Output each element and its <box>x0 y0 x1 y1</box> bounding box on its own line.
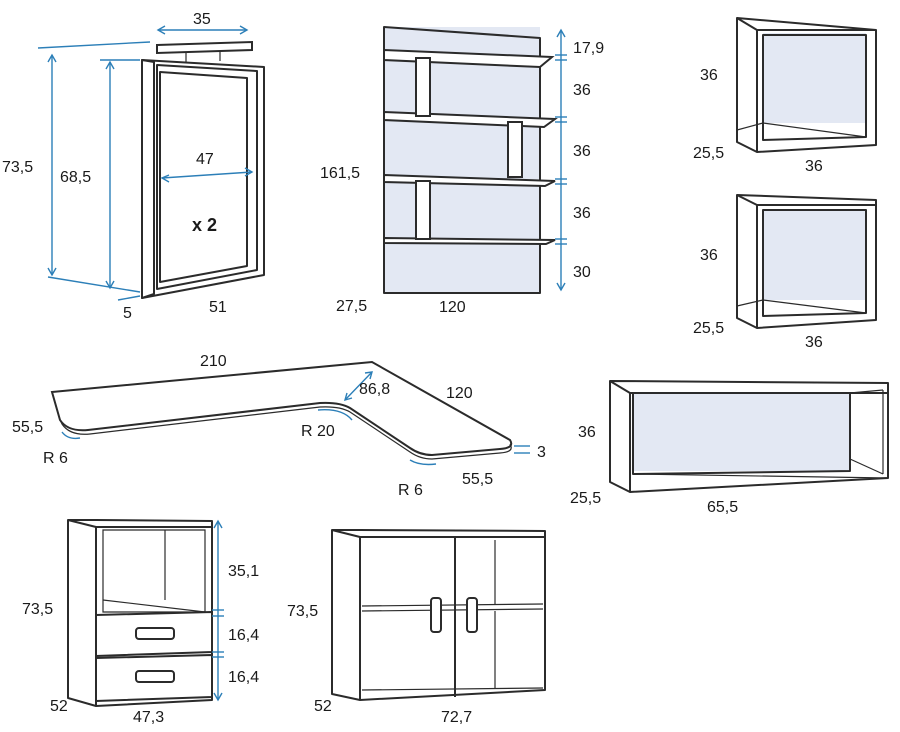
cube-top: 36 25,5 36 <box>693 17 877 175</box>
drawer-unit-width: 47,3 <box>133 709 164 726</box>
glass-cabinet-width: 72,7 <box>441 709 472 726</box>
cube-top-height: 36 <box>700 67 718 84</box>
wall-cabinet-outer-height: 73,5 <box>2 159 33 176</box>
cube-bottom-depth: 25,5 <box>693 320 724 337</box>
tall-shelf-width: 120 <box>439 299 466 316</box>
drawer-unit-depth: 52 <box>50 698 68 715</box>
tall-shelf-height: 161,5 <box>320 165 360 182</box>
corner-desk-left-radius: R 6 <box>43 450 68 467</box>
tall-shelf-spacing-2: 36 <box>573 82 591 99</box>
corner-desk-thickness: 3 <box>537 444 546 461</box>
glass-cabinet-height: 73,5 <box>287 603 318 620</box>
corner-desk-short-length: 120 <box>446 385 473 402</box>
cube-top-width: 36 <box>805 158 823 175</box>
wall-cabinet-quantity: x 2 <box>192 215 217 235</box>
corner-desk-right-radius: R 6 <box>398 482 423 499</box>
drawer-unit: 73,5 52 47,3 35,1 16,4 16,4 <box>22 519 259 726</box>
wide-shelf-height: 36 <box>578 424 596 441</box>
wide-shelf: 36 25,5 65,5 <box>570 380 889 516</box>
cube-top-depth: 25,5 <box>693 145 724 162</box>
cube-bottom: 36 25,5 36 <box>693 194 877 351</box>
glass-cabinet-depth: 52 <box>314 698 332 715</box>
corner-desk-inner-depth: 86,8 <box>359 381 390 398</box>
wall-cabinet-inner-width: 47 <box>196 151 214 168</box>
wall-cabinet-top-width: 35 <box>193 11 211 28</box>
wall-cabinet-width: 51 <box>209 299 227 316</box>
corner-desk-left-depth: 55,5 <box>12 419 43 436</box>
cube-bottom-height: 36 <box>700 247 718 264</box>
tall-shelf-spacing-5: 30 <box>573 264 591 281</box>
tall-shelf-depth: 27,5 <box>336 298 367 315</box>
wide-shelf-depth: 25,5 <box>570 490 601 507</box>
tall-shelf-spacing-3: 36 <box>573 143 591 160</box>
wall-cabinet-depth: 5 <box>123 305 132 322</box>
drawer-unit-section-1: 35,1 <box>228 563 259 580</box>
glass-cabinet: 73,5 52 72,7 <box>287 529 546 726</box>
corner-desk-inner-radius: R 20 <box>301 423 335 440</box>
tall-shelf-spacing-4: 36 <box>573 205 591 222</box>
drawer-unit-section-2: 16,4 <box>228 627 259 644</box>
drawer-unit-height: 73,5 <box>22 601 53 618</box>
tall-shelf: 161,5 27,5 120 17,9 36 36 36 30 <box>320 26 604 316</box>
cube-bottom-width: 36 <box>805 334 823 351</box>
wall-cabinet-inner-height: 68,5 <box>60 169 91 186</box>
tall-shelf-spacing-1: 17,9 <box>573 40 604 57</box>
corner-desk-long-length: 210 <box>200 353 227 370</box>
wide-shelf-width: 65,5 <box>707 499 738 516</box>
corner-desk-right-depth: 55,5 <box>462 471 493 488</box>
corner-desk: 210 120 86,8 55,5 R 6 R 20 55,5 R 6 3 <box>12 353 546 499</box>
wall-cabinet: 35 73,5 68,5 47 x 2 5 51 <box>2 11 265 322</box>
drawer-unit-section-3: 16,4 <box>228 669 259 686</box>
